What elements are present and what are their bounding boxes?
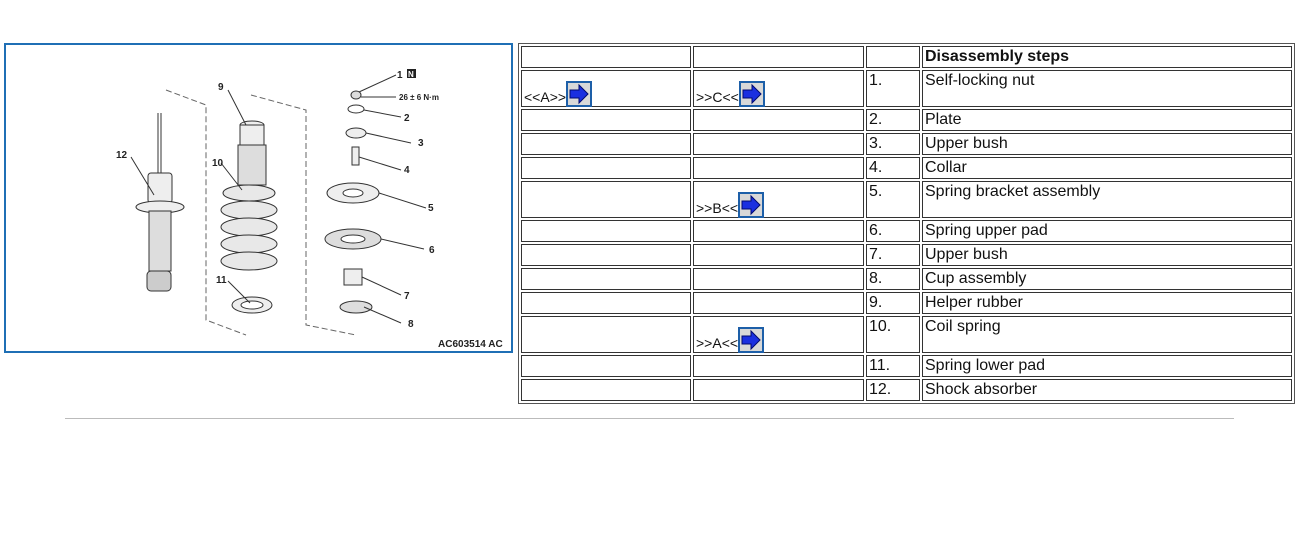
exploded-diagram: 1 N 26 ± 6 N·m 2 3 4 5 6 7 8 9 10 12 11 … bbox=[4, 43, 513, 353]
table-row: 3.Upper bush bbox=[521, 133, 1292, 155]
service-point-label: <<A>> bbox=[524, 89, 567, 105]
step-name: Coil spring bbox=[922, 316, 1292, 353]
step-number: 10. bbox=[866, 316, 920, 353]
step-name: Plate bbox=[922, 109, 1292, 131]
callout-7: 7 bbox=[404, 291, 410, 302]
arrow-link-icon[interactable] bbox=[738, 327, 765, 353]
step-name: Spring bracket assembly bbox=[922, 181, 1292, 218]
table-row: >>B<< 5.Spring bracket assembly bbox=[521, 181, 1292, 218]
shock-absorber-illustration: 1 N 26 ± 6 N·m 2 3 4 5 6 7 8 9 10 12 11 … bbox=[116, 69, 503, 350]
table-row: 6.Spring upper pad bbox=[521, 220, 1292, 242]
table-row: <<A>> >>C<< 1.Self-locking nut bbox=[521, 70, 1292, 107]
table-header: Disassembly steps bbox=[922, 46, 1292, 68]
step-name: Self-locking nut bbox=[922, 70, 1292, 107]
step-number: 2. bbox=[866, 109, 920, 131]
horizontal-rule bbox=[65, 418, 1234, 419]
step-number: 4. bbox=[866, 157, 920, 179]
arrow-link-icon[interactable] bbox=[738, 81, 765, 107]
callout-4: 4 bbox=[404, 165, 410, 176]
step-number: 9. bbox=[866, 292, 920, 314]
step-name: Spring lower pad bbox=[922, 355, 1292, 377]
callout-11: 11 bbox=[216, 275, 227, 286]
callout-9: 9 bbox=[218, 82, 224, 93]
step-name: Upper bush bbox=[922, 133, 1292, 155]
step-name: Collar bbox=[922, 157, 1292, 179]
table-row: 7.Upper bush bbox=[521, 244, 1292, 266]
callout-2: 2 bbox=[404, 113, 410, 124]
table-row: 9.Helper rubber bbox=[521, 292, 1292, 314]
step-name: Upper bush bbox=[922, 244, 1292, 266]
step-name: Spring upper pad bbox=[922, 220, 1292, 242]
callout-12: 12 bbox=[116, 150, 128, 161]
table-row: 11.Spring lower pad bbox=[521, 355, 1292, 377]
arrow-link-icon[interactable] bbox=[738, 192, 765, 218]
table-row: 12.Shock absorber bbox=[521, 379, 1292, 401]
step-name: Shock absorber bbox=[922, 379, 1292, 401]
callout-6: 6 bbox=[429, 245, 435, 256]
table-row: 2.Plate bbox=[521, 109, 1292, 131]
callout-10: 10 bbox=[212, 158, 224, 169]
step-number: 1. bbox=[866, 70, 920, 107]
table-header-row: Disassembly steps bbox=[521, 46, 1292, 68]
disassembly-steps-table: Disassembly steps <<A>> >>C<< 1.Self-locki… bbox=[518, 43, 1295, 404]
table-row: 8.Cup assembly bbox=[521, 268, 1292, 290]
callout-3: 3 bbox=[418, 138, 424, 149]
callout-8: 8 bbox=[408, 319, 414, 330]
table-row: >>A<< 10.Coil spring bbox=[521, 316, 1292, 353]
torque-label: 26 ± 6 N·m bbox=[399, 93, 439, 102]
callout-5: 5 bbox=[428, 203, 434, 214]
step-number: 8. bbox=[866, 268, 920, 290]
step-number: 12. bbox=[866, 379, 920, 401]
service-point-label: >>A<< bbox=[696, 335, 739, 351]
step-number: 5. bbox=[866, 181, 920, 218]
table-row: 4.Collar bbox=[521, 157, 1292, 179]
service-point-label: >>C<< bbox=[696, 89, 739, 105]
figure-code: AC603514 AC bbox=[438, 339, 503, 350]
step-number: 3. bbox=[866, 133, 920, 155]
callout-1: 1 bbox=[397, 70, 403, 81]
step-number: 7. bbox=[866, 244, 920, 266]
step-number: 6. bbox=[866, 220, 920, 242]
nut-mark: N bbox=[408, 70, 414, 79]
step-number: 11. bbox=[866, 355, 920, 377]
service-point-label: >>B<< bbox=[696, 200, 739, 216]
step-name: Cup assembly bbox=[922, 268, 1292, 290]
step-name: Helper rubber bbox=[922, 292, 1292, 314]
arrow-link-icon[interactable] bbox=[566, 81, 593, 107]
